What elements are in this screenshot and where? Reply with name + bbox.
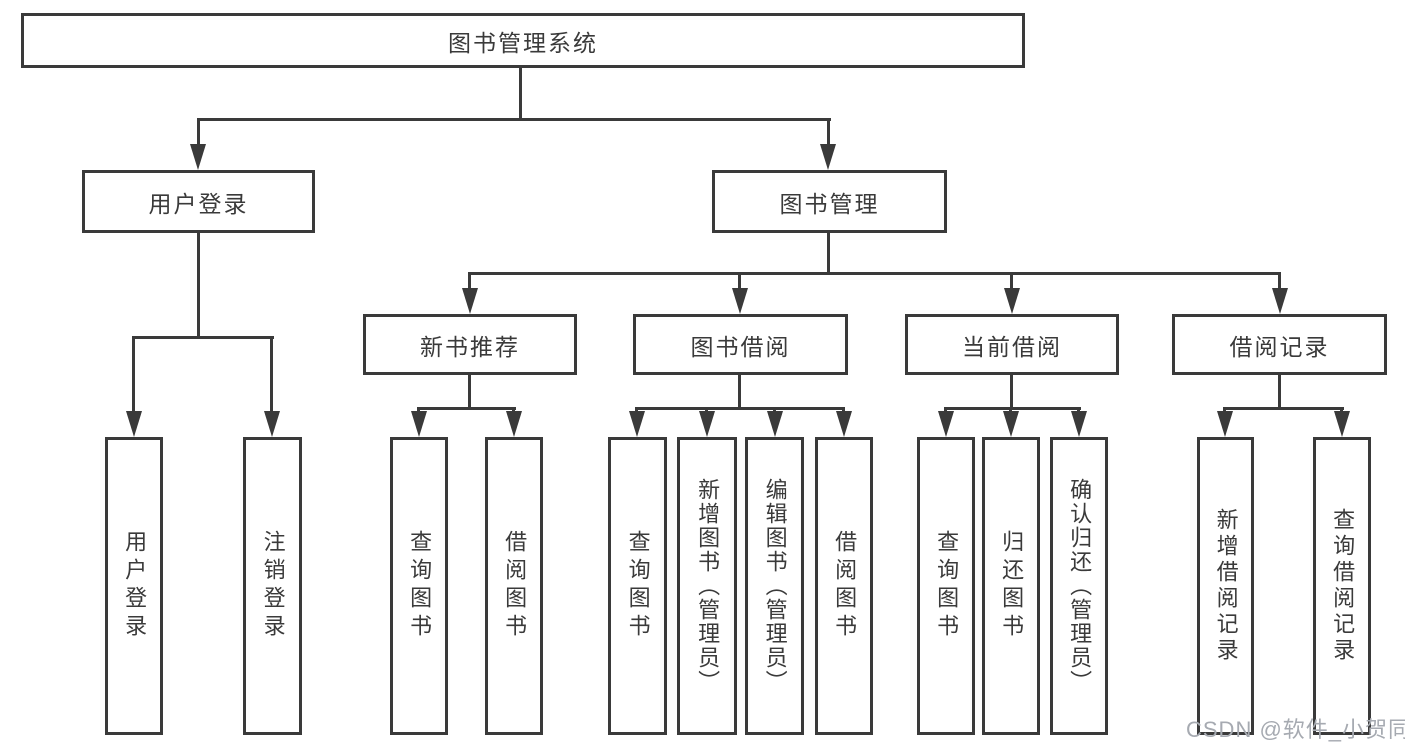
arrow-down-icon (1003, 411, 1019, 437)
connector-line (132, 336, 274, 339)
leaf-query-borrow-record-label: 查询借阅记录 (1330, 508, 1356, 664)
node-root: 图书管理系统 (21, 13, 1025, 68)
leaf-confirm-return-admin-label: 确认归还（管理员） (1067, 478, 1093, 694)
node-root-label: 图书管理系统 (448, 29, 598, 56)
arrow-down-icon (411, 411, 427, 437)
arrow-down-icon (506, 411, 522, 437)
leaf-add-books-admin: 新增图书（管理员） (677, 437, 737, 735)
leaf-query-books-borrow-label: 查询图书 (625, 530, 651, 642)
leaf-edit-books-admin: 编辑图书（管理员） (745, 437, 804, 735)
connector-line (197, 231, 200, 338)
connector-line (468, 272, 1281, 275)
leaf-return-books: 归还图书 (982, 437, 1040, 735)
node-current-borrow: 当前借阅 (905, 314, 1119, 375)
leaf-add-borrow-record-label: 新增借阅记录 (1213, 508, 1239, 664)
leaf-return-books-label: 归还图书 (999, 530, 1025, 642)
leaf-query-books-current: 查询图书 (917, 437, 975, 735)
arrow-down-icon (190, 144, 206, 170)
node-user-login-branch: 用户登录 (82, 170, 315, 233)
node-current-borrow-label: 当前借阅 (962, 333, 1062, 360)
leaf-add-borrow-record: 新增借阅记录 (1197, 437, 1254, 735)
connector-line (468, 272, 471, 292)
arrow-down-icon (836, 411, 852, 437)
connector-line (738, 272, 741, 292)
arrow-down-icon (820, 144, 836, 170)
leaf-borrow-books-rec: 借阅图书 (485, 437, 543, 735)
leaf-query-books-rec-label: 查询图书 (407, 530, 433, 642)
connector-line (635, 407, 845, 410)
connector-line (468, 373, 471, 409)
arrow-down-icon (1217, 411, 1233, 437)
leaf-query-books-rec: 查询图书 (390, 437, 448, 735)
leaf-confirm-return-admin: 确认归还（管理员） (1050, 437, 1108, 735)
leaf-logout-label: 注销登录 (260, 530, 286, 642)
arrow-down-icon (1004, 288, 1020, 314)
arrow-down-icon (126, 411, 142, 437)
arrow-down-icon (767, 411, 783, 437)
connector-line (519, 66, 522, 120)
node-user-login-branch-label: 用户登录 (148, 190, 249, 217)
connector-line (270, 336, 273, 418)
connector-line (827, 118, 830, 148)
arrow-down-icon (1071, 411, 1087, 437)
arrow-down-icon (264, 411, 280, 437)
arrow-down-icon (462, 288, 478, 314)
connector-line (417, 407, 516, 410)
arrow-down-icon (1272, 288, 1288, 314)
node-borrow-records: 借阅记录 (1172, 314, 1387, 375)
leaf-borrow-books-borrow: 借阅图书 (815, 437, 873, 735)
leaf-add-books-admin-label: 新增图书（管理员） (695, 478, 721, 694)
leaf-borrow-books-borrow-label: 借阅图书 (832, 530, 858, 642)
node-book-mgmt-branch: 图书管理 (712, 170, 947, 233)
arrow-down-icon (629, 411, 645, 437)
leaf-user-login: 用户登录 (105, 437, 163, 735)
connector-line (944, 407, 1081, 410)
connector-line (132, 336, 135, 418)
connector-line (1010, 272, 1013, 292)
connector-line (1278, 272, 1281, 292)
leaf-logout: 注销登录 (243, 437, 302, 735)
arrow-down-icon (732, 288, 748, 314)
leaf-query-borrow-record: 查询借阅记录 (1313, 437, 1371, 735)
connector-line (1010, 373, 1013, 409)
csdn-watermark: CSDN @软件_小贺同学 (1186, 717, 1405, 742)
arrow-down-icon (938, 411, 954, 437)
connector-line (827, 231, 830, 274)
connector-line (197, 118, 831, 121)
leaf-query-books-borrow: 查询图书 (608, 437, 667, 735)
connector-line (738, 373, 741, 409)
leaf-query-books-current-label: 查询图书 (934, 530, 960, 642)
arrow-down-icon (1334, 411, 1350, 437)
node-borrow-records-label: 借阅记录 (1229, 333, 1330, 360)
node-book-borrow: 图书借阅 (633, 314, 848, 375)
connector-line (1223, 407, 1344, 410)
node-new-book-rec: 新书推荐 (363, 314, 577, 375)
node-new-book-rec-label: 新书推荐 (420, 333, 520, 360)
node-book-mgmt-branch-label: 图书管理 (779, 190, 880, 217)
connector-line (197, 118, 200, 148)
connector-line (1278, 373, 1281, 409)
leaf-user-login-label: 用户登录 (122, 530, 148, 642)
leaf-borrow-books-rec-label: 借阅图书 (502, 530, 528, 642)
leaf-edit-books-admin-label: 编辑图书（管理员） (762, 478, 788, 694)
node-book-borrow-label: 图书借阅 (690, 333, 791, 360)
arrow-down-icon (699, 411, 715, 437)
